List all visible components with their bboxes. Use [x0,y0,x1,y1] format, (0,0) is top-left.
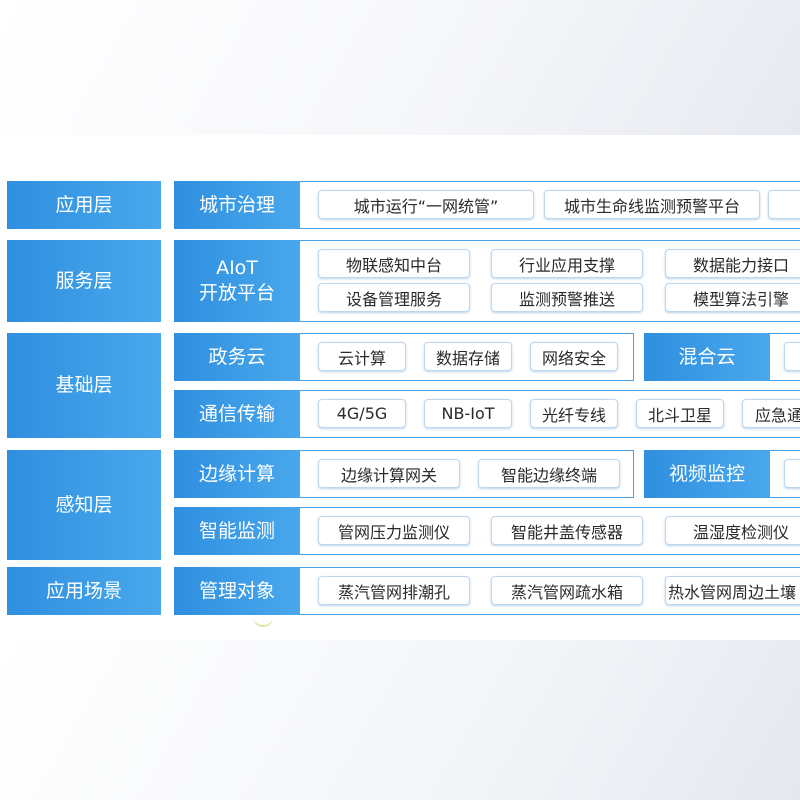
item-gov-cloud-2: 数据存储 [424,342,512,371]
item-gov-cloud-1: 云计算 [318,342,406,371]
item-edge-1: 边缘计算网关 [318,459,460,488]
layer-scenario: 应用场景 [7,567,161,615]
item-aiot-4: 设备管理服务 [318,283,470,312]
layer-application: 应用层 [7,181,161,229]
item-edge-2: 智能边缘终端 [478,459,620,488]
top-background [0,0,800,135]
item-aiot-6: 模型算法引擎 [665,283,800,312]
category-city-governance: 城市治理 [174,181,300,229]
item-aiot-2: 行业应用支撑 [491,249,643,278]
category-video-monitoring: 视频监控 [644,450,770,498]
architecture-diagram: 应用层 服务层 基础层 感知层 应用场景 城市治理 城市运行“一网统管” 城市生… [0,135,800,640]
item-comm-4: 北斗卫星 [636,399,724,428]
item-city-governance-3 [768,190,800,219]
category-gov-cloud: 政务云 [174,333,300,381]
item-monitor-3: 温湿度检测仪 [665,516,800,545]
item-monitor-2: 智能井盖传感器 [491,516,643,545]
item-object-2: 蒸汽管网疏水箱 [491,576,643,605]
item-gov-cloud-3: 网络安全 [530,342,618,371]
item-comm-3: 光纤专线 [530,399,618,428]
item-city-governance-2: 城市生命线监测预警平台 [544,190,760,219]
item-city-governance-1: 城市运行“一网统管” [318,190,534,219]
item-aiot-1: 物联感知中台 [318,249,470,278]
item-object-3: 热水管网周边土壤 [665,576,800,605]
category-smart-monitoring: 智能监测 [174,507,300,555]
item-comm-5: 应急通 [742,399,800,428]
layer-service: 服务层 [7,240,161,322]
category-aiot-platform: AIoT 开放平台 [174,240,300,322]
item-comm-1: 4G/5G [318,399,406,428]
item-video-1 [784,459,800,488]
category-edge-computing: 边缘计算 [174,450,300,498]
item-comm-2: NB-IoT [424,399,512,428]
item-object-1: 蒸汽管网排潮孔 [318,576,470,605]
decorative-arc [253,615,273,627]
category-aiot-line1: AIoT [216,257,258,280]
category-aiot-line2: 开放平台 [198,282,275,304]
item-hybrid-cloud-1 [784,342,800,371]
item-aiot-5: 监测预警推送 [491,283,643,312]
category-communication: 通信传输 [174,390,300,438]
item-monitor-1: 管网压力监测仪 [318,516,470,545]
item-aiot-3: 数据能力接口 [665,249,800,278]
category-hybrid-cloud: 混合云 [644,333,770,381]
category-managed-objects: 管理对象 [174,567,300,615]
layer-foundation: 基础层 [7,333,161,438]
bottom-background [0,640,800,800]
layer-perception: 感知层 [7,450,161,560]
